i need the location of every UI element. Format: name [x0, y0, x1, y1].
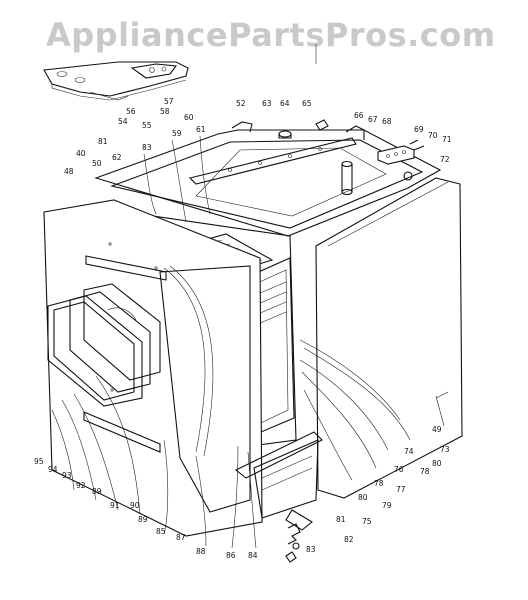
callout-74: 74: [404, 447, 414, 456]
callout-93: 93: [62, 471, 72, 480]
callout-79: 79: [382, 501, 392, 510]
callout-81-top: 81: [98, 137, 108, 146]
callout-52: 52: [236, 99, 246, 108]
callout-66: 66: [354, 111, 364, 120]
callout-63: 63: [262, 99, 272, 108]
callout-67: 67: [368, 115, 378, 124]
callout-81-b: 81: [336, 515, 346, 524]
callout-89-a: 89: [138, 515, 148, 524]
callout-92: 92: [76, 481, 86, 490]
right-side-panel: [315, 177, 463, 499]
callout-56: 56: [126, 107, 136, 116]
callout-83-b: 83: [306, 545, 316, 554]
callout-78-a: 78: [420, 467, 430, 476]
callout-85: 85: [156, 527, 166, 536]
callout-94: 94: [48, 465, 58, 474]
callout-82: 82: [344, 535, 354, 544]
hinge-bracket-assembly: [234, 431, 323, 563]
callout-71: 71: [442, 135, 452, 144]
callout-65: 65: [302, 99, 312, 108]
callout-72: 72: [440, 155, 450, 164]
callout-48: 48: [64, 167, 74, 176]
callout-73: 73: [440, 445, 450, 454]
callout-62: 62: [112, 153, 122, 162]
callout-78-b: 78: [374, 479, 384, 488]
callout-86: 86: [226, 551, 236, 560]
watermark-text: AppliancePartsPros.com: [46, 16, 496, 54]
callout-64: 64: [280, 99, 290, 108]
callout-70: 70: [428, 131, 438, 140]
callout-60: 60: [184, 113, 194, 122]
callout-59: 59: [172, 129, 182, 138]
callout-54: 54: [118, 117, 128, 126]
callout-80-b: 80: [358, 493, 368, 502]
callout-89-b: 89: [92, 487, 102, 496]
door-glass-assembly: [47, 283, 161, 407]
callout-77: 77: [396, 485, 406, 494]
callout-49: 49: [432, 425, 442, 434]
callout-58: 58: [160, 107, 170, 116]
callout-57: 57: [164, 97, 174, 106]
callout-75: 75: [362, 517, 372, 526]
callout-69: 69: [414, 125, 424, 134]
callout-90: 90: [130, 501, 140, 510]
cooktop-frame: [94, 119, 442, 237]
callout-50: 50: [92, 159, 102, 168]
callout-68: 68: [382, 117, 392, 126]
callout-55: 55: [142, 121, 152, 130]
callout-40: 40: [76, 149, 86, 158]
callout-91: 91: [110, 501, 120, 510]
top-panel-part: [43, 44, 317, 101]
front-frame: [43, 199, 263, 537]
leader-lines: [51, 135, 445, 549]
callout-95: 95: [34, 457, 44, 466]
callout-88: 88: [196, 547, 206, 556]
callout-83-top: 83: [142, 143, 152, 152]
callout-80-a: 80: [432, 459, 442, 468]
callout-76: 76: [394, 465, 404, 474]
callout-84: 84: [248, 551, 258, 560]
callout-labels: 56 57 58 54 55 52 63 64 65 66 67 68 69 7…: [34, 97, 452, 560]
callout-61: 61: [196, 125, 206, 134]
callout-87: 87: [176, 533, 186, 542]
